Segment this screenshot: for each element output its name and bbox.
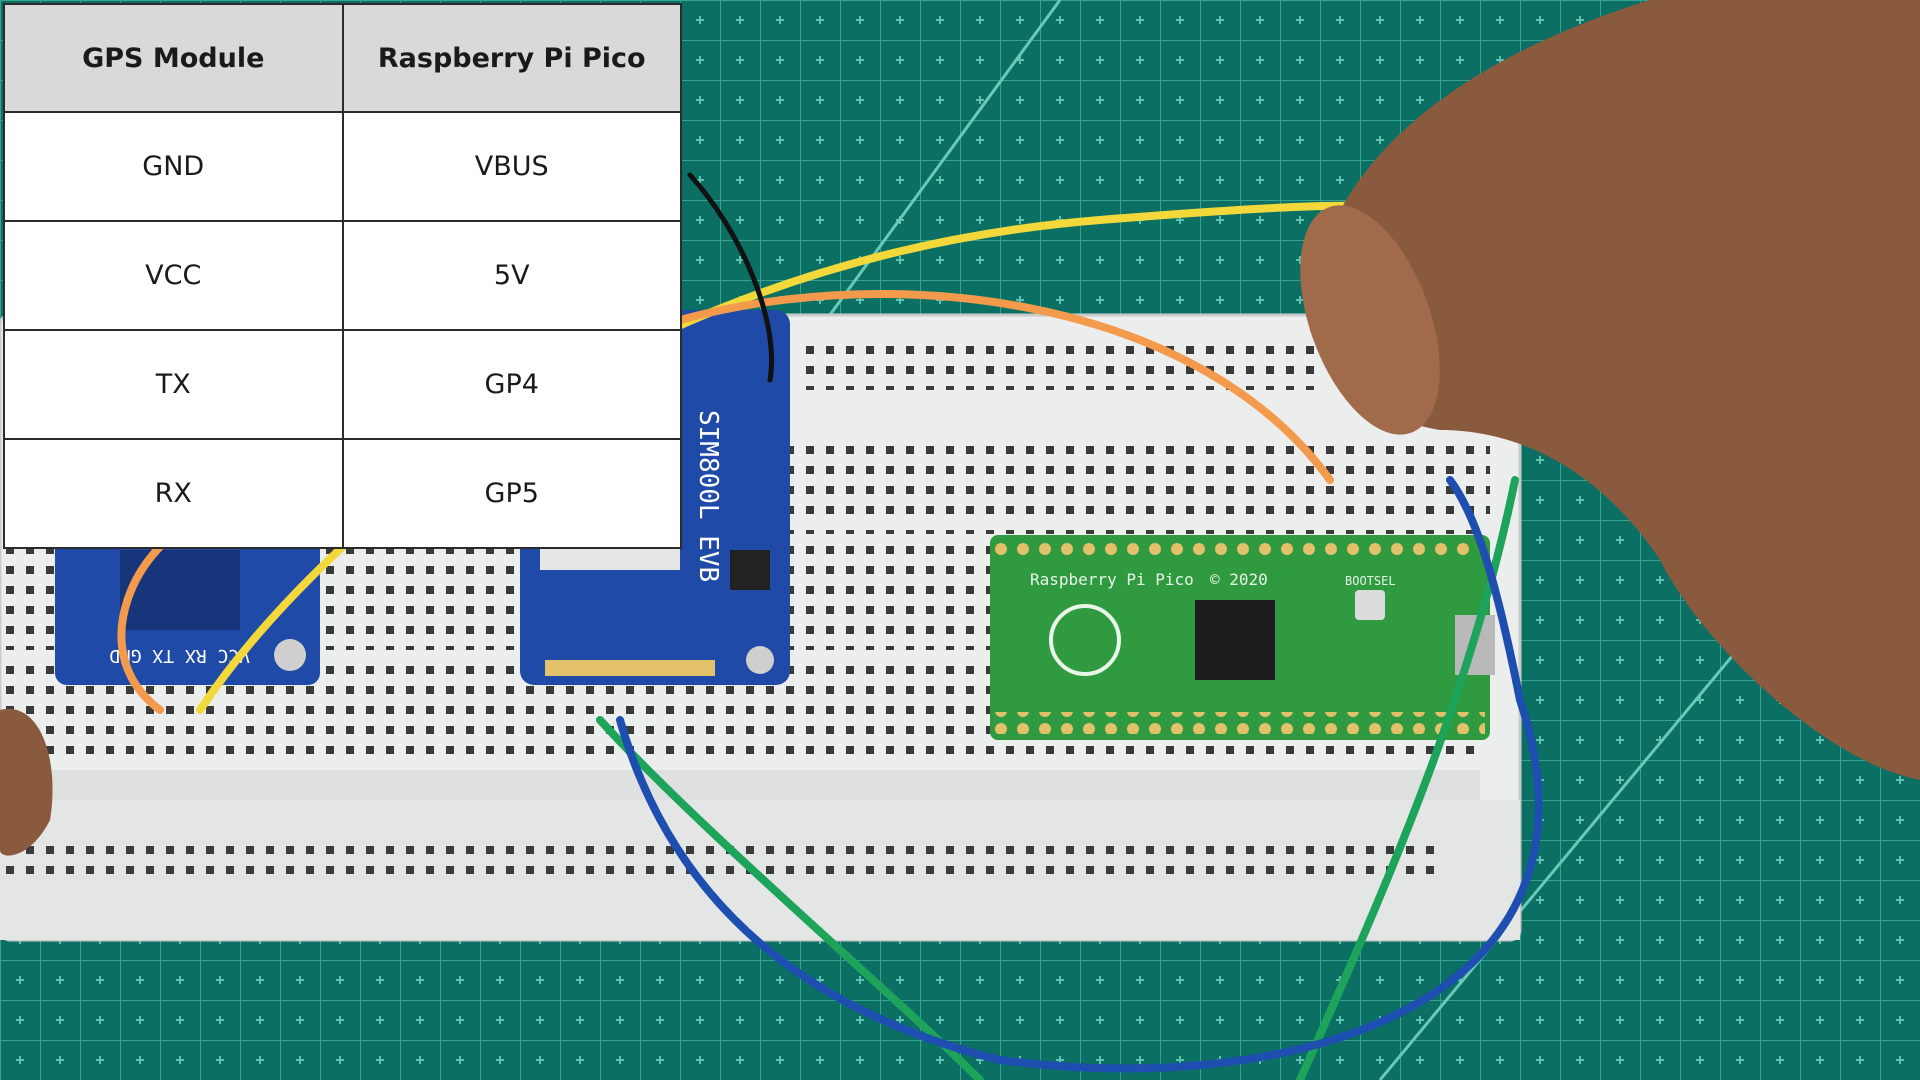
header-gps-module: GPS Module <box>3 3 344 113</box>
pin-connection-table: GPS Module Raspberry Pi Pico GND VBUS VC… <box>3 3 682 549</box>
raspberry-pi-pico: Raspberry Pi Pico © 2020 BOOTSEL <box>990 535 1495 740</box>
table-row: TX GP4 <box>3 329 682 440</box>
gps-pin-cell: RX <box>3 438 344 549</box>
pico-pin-cell: 5V <box>341 220 682 331</box>
hand <box>0 0 1920 856</box>
blue-wire <box>616 476 1543 1073</box>
table-row: VCC 5V <box>3 220 682 331</box>
raspberry-logo <box>1049 604 1121 676</box>
pico-label: Raspberry Pi Pico <box>1030 570 1194 589</box>
gps-pin-cell: TX <box>3 329 344 440</box>
gps-pin-cell: VCC <box>3 220 344 331</box>
header-raspberry-pi-pico: Raspberry Pi Pico <box>341 3 682 113</box>
pico-pin-cell: VBUS <box>341 111 682 222</box>
pico-year: © 2020 <box>1210 570 1268 589</box>
black-wire <box>687 172 774 383</box>
table-header-row: GPS Module Raspberry Pi Pico <box>3 3 682 113</box>
table-row: RX GP5 <box>3 438 682 549</box>
gps-pin-labels: VCC RX TX GND <box>109 645 250 666</box>
pico-pin-cell: GP5 <box>341 438 682 549</box>
gps-pin-cell: GND <box>3 111 344 222</box>
module-label: SIM800L EVB <box>693 410 723 582</box>
pico-pin-cell: GP4 <box>341 329 682 440</box>
table-row: GND VBUS <box>3 111 682 222</box>
bootsel-label: BOOTSEL <box>1345 574 1396 588</box>
